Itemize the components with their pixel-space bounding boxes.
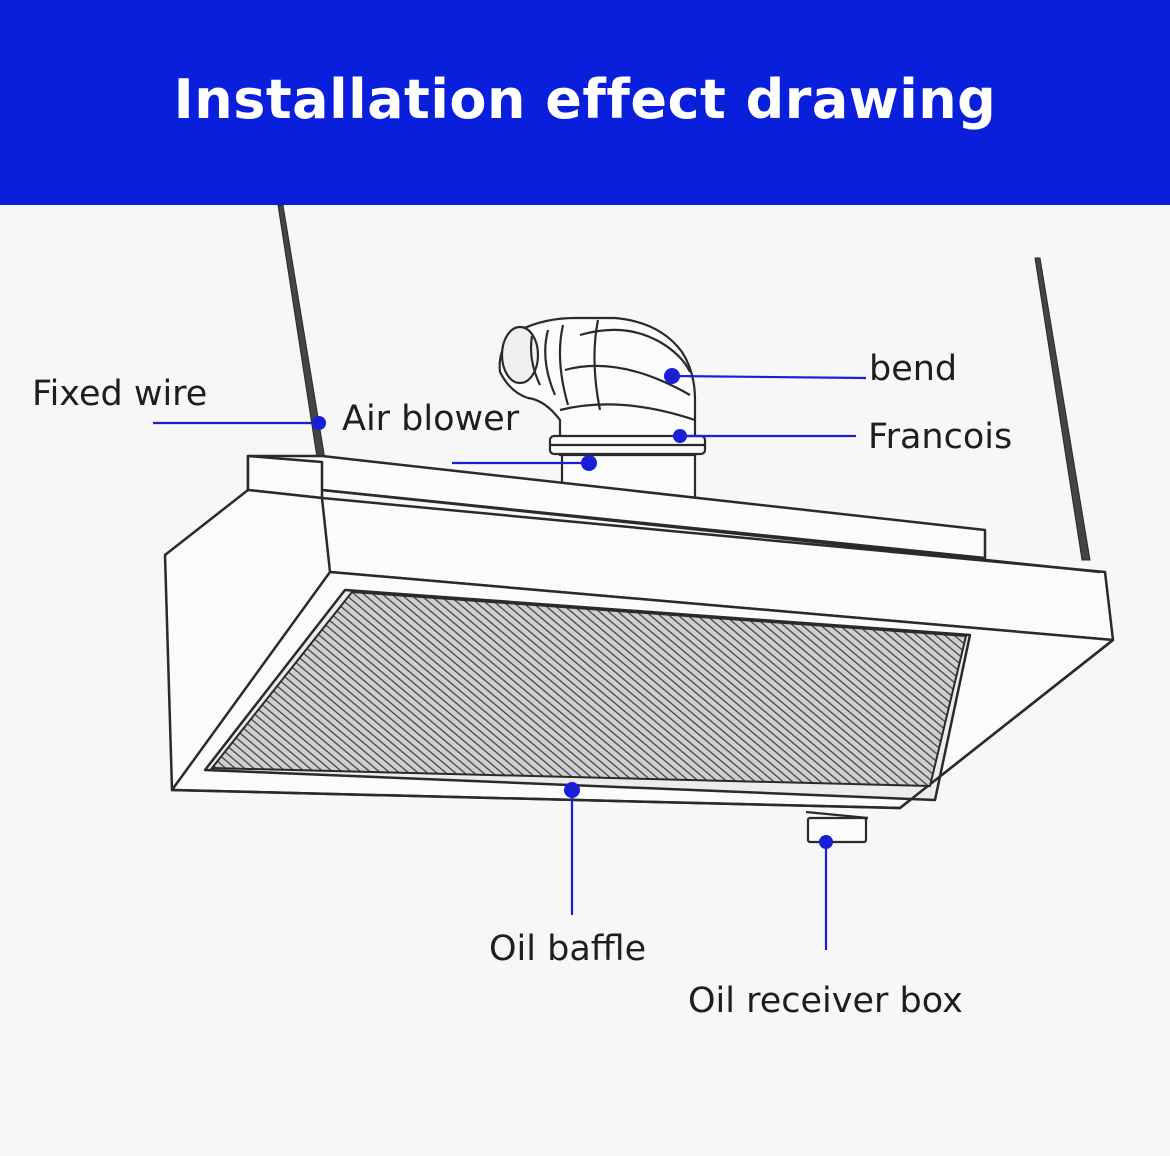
oil-receiver-box-shape [805,810,869,844]
leader-bend [671,374,867,380]
dot-air-blower [581,455,597,471]
leader-dots [312,368,833,849]
label-oil-receiver-box: Oil receiver box [688,981,963,1021]
label-fixed-wire: Fixed wire [32,374,208,414]
dot-oil-receiver-box [819,835,833,849]
dot-oil-baffle [564,782,580,798]
header-banner: Installation effect drawing [0,0,1170,205]
label-air-blower: Air blower [342,399,520,439]
oil-baffle-filter [209,590,968,788]
dot-francois [673,429,687,443]
leader-lines [153,374,867,950]
duct-bend [498,316,697,457]
fixed-wire-left [277,204,331,491]
dot-bend [664,368,680,384]
fixed-wire-right [1034,257,1091,561]
page-title: Installation effect drawing [173,68,997,131]
label-oil-baffle: Oil baffle [489,929,647,969]
label-bend: bend [869,349,958,389]
dot-fixed-wire [312,416,326,430]
label-francois: Francois [868,417,1013,457]
